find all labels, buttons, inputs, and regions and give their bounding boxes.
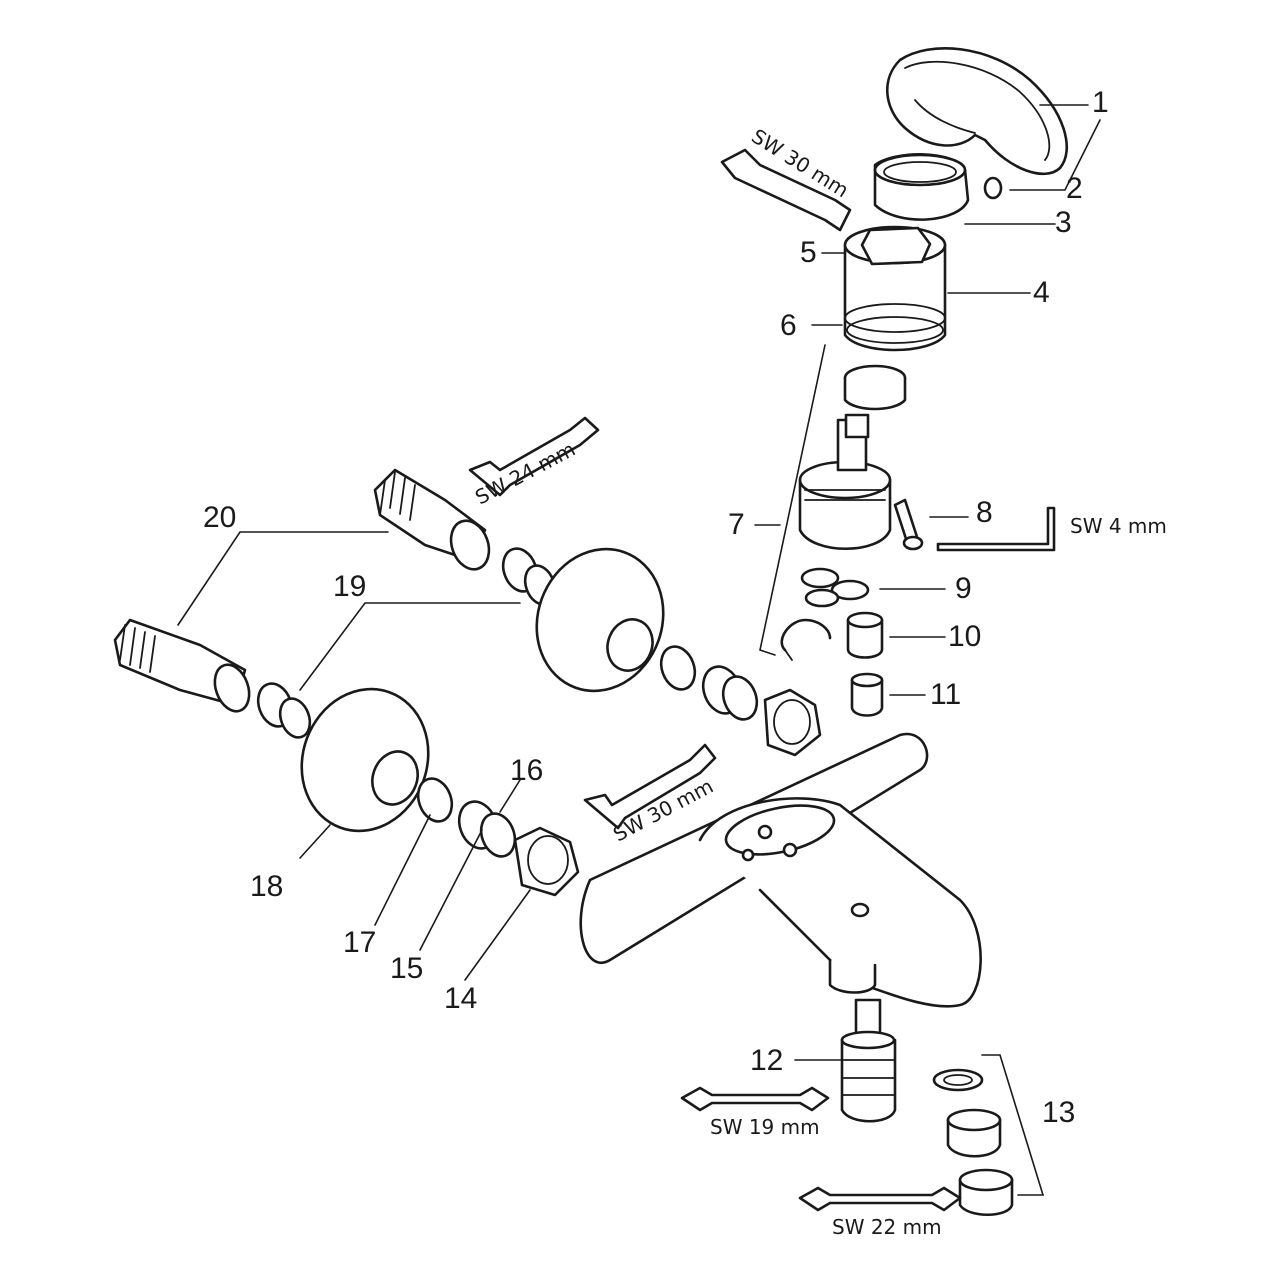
part-number-5: 5 [800, 236, 817, 269]
mixer-body [579, 732, 982, 1008]
part-number-18: 18 [250, 870, 283, 903]
part-number-19: 19 [333, 570, 366, 603]
lower-eccentric-connector [113, 618, 312, 739]
upper-cover-rosette [535, 547, 665, 693]
part-number-9: 9 [955, 572, 972, 605]
part-number-20: 20 [203, 501, 236, 534]
diverter-cartridge [840, 998, 897, 1123]
part-number-11: 11 [930, 678, 961, 711]
part-number-2: 2 [1066, 172, 1083, 205]
screw-and-hex-key [893, 498, 1056, 552]
o-rings [800, 567, 870, 608]
upper-eccentric-connector [373, 468, 557, 606]
part-number-14: 14 [444, 982, 477, 1015]
cover-cap [873, 153, 970, 221]
lower-fittings [416, 777, 580, 897]
part-number-12: 12 [750, 1044, 783, 1077]
part-number-13: 13 [1042, 1096, 1075, 1129]
wrench-icon-3 [583, 743, 717, 830]
part-number-15: 15 [390, 952, 423, 985]
part-number-4: 4 [1033, 276, 1050, 309]
part-numbers: 1 2 3 4 5 6 7 8 9 10 11 12 13 14 15 16 1… [203, 86, 1109, 1129]
sleeve-10 [846, 611, 884, 659]
wrench-icon-2 [468, 416, 600, 497]
wrench-icon-5 [798, 1186, 962, 1212]
aerator-set [932, 1068, 1014, 1216]
tool-label-sw22: SW 22 mm [832, 1215, 942, 1239]
upper-fittings [659, 645, 822, 757]
cartridge-housing [843, 225, 947, 352]
wrench-icon-1 [720, 148, 852, 232]
grub-screw [983, 176, 1003, 200]
leader-lines [177, 104, 1101, 1196]
lower-cover-rosette [300, 687, 430, 833]
retaining-clip [780, 618, 832, 661]
part-number-10: 10 [948, 620, 981, 653]
part-number-6: 6 [780, 309, 797, 342]
part-number-3: 3 [1055, 206, 1072, 239]
part-number-8: 8 [976, 496, 993, 529]
sleeve-11 [850, 672, 884, 717]
wrench-icon-4 [680, 1086, 830, 1112]
tool-label-sw19: SW 19 mm [710, 1115, 820, 1139]
part-number-7: 7 [728, 508, 745, 541]
tool-label-sw4: SW 4 mm [1070, 514, 1167, 538]
part-number-16: 16 [510, 754, 543, 787]
part-number-17: 17 [343, 926, 376, 959]
lever-handle [886, 47, 1068, 176]
cartridge [798, 364, 907, 551]
part-number-1: 1 [1092, 86, 1109, 119]
